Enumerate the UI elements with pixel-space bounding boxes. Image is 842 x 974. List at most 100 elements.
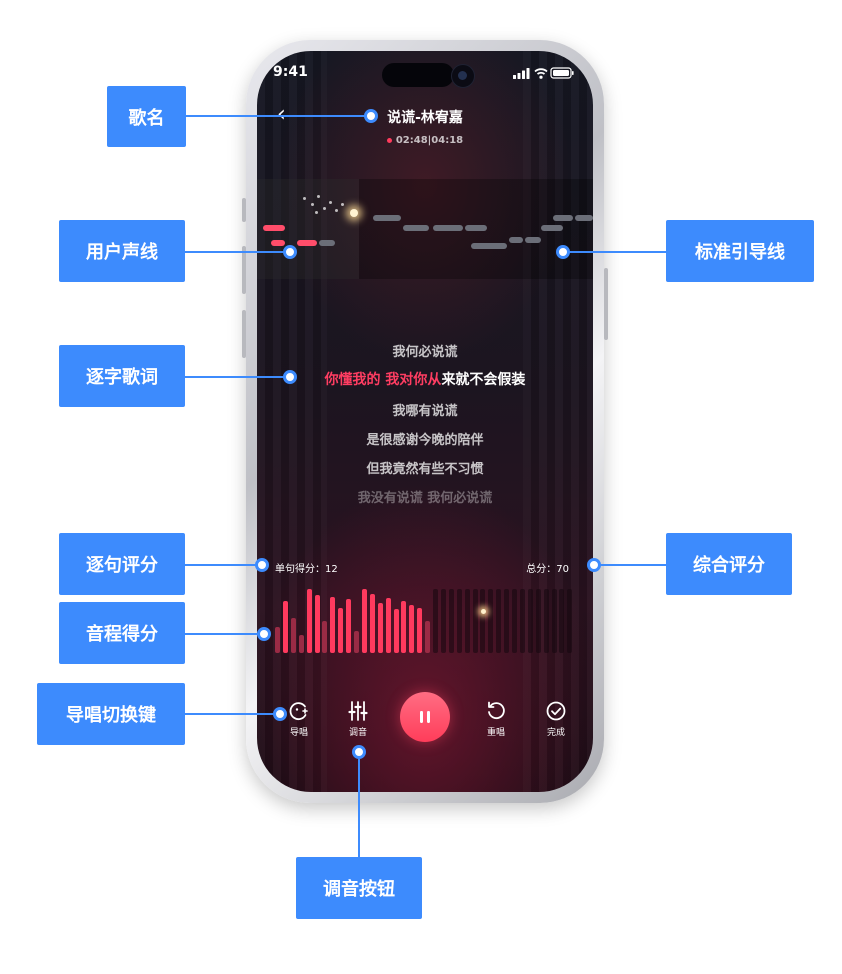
lyric-unsung-part: 来就不会假装 xyxy=(441,372,526,388)
callout-line xyxy=(358,759,360,857)
song-time-text: 02:48|04:18 xyxy=(395,135,464,146)
pitch-score-waveform xyxy=(275,581,575,653)
pitch-score-bar xyxy=(377,603,383,653)
side-button xyxy=(242,198,246,222)
pitch-score-slot xyxy=(433,589,438,653)
pitch-score-bar xyxy=(306,589,312,653)
guide-toggle-button[interactable]: 导唱 xyxy=(274,699,324,738)
pause-button[interactable] xyxy=(400,692,450,742)
camera-icon xyxy=(451,64,475,88)
user-pitch-bar xyxy=(263,225,285,231)
pitch-score-slot xyxy=(504,589,510,653)
callout-knob xyxy=(556,245,570,259)
pitch-score-slot xyxy=(543,589,549,653)
callout-tune-button: 调音按钮 xyxy=(296,857,422,919)
user-pitch-bar xyxy=(297,240,317,246)
equalizer-icon xyxy=(348,701,368,721)
dynamic-island xyxy=(382,63,454,87)
status-icons xyxy=(513,65,575,84)
sentence-score-label: 单句得分： xyxy=(275,564,325,575)
pitch-score-bar xyxy=(409,605,415,653)
guide-pitch-bar xyxy=(575,215,593,221)
pitch-score-bar xyxy=(290,617,296,653)
tune-button[interactable]: 调音 xyxy=(333,699,383,738)
pitch-score-slot xyxy=(488,589,494,653)
song-title: 说谎-林宥嘉 xyxy=(387,110,463,126)
total-score-value: 70 xyxy=(556,564,569,575)
callout-knob xyxy=(273,707,287,721)
guide-pitch-bar xyxy=(541,225,563,231)
callout-line xyxy=(594,564,666,566)
lyric-line-next: 但我竟然有些不习惯 xyxy=(366,462,484,477)
callout-pitch-score: 音程得分 xyxy=(59,602,185,664)
callout-line xyxy=(185,633,263,635)
done-button[interactable]: 完成 xyxy=(531,699,581,738)
guide-pitch-bar xyxy=(471,243,507,249)
pitch-score-bar xyxy=(417,608,423,653)
check-circle-icon xyxy=(546,701,566,721)
callout-knob xyxy=(352,745,366,759)
pitch-score-slot xyxy=(519,589,525,653)
pitch-score-bar xyxy=(354,630,359,653)
back-chevron-icon[interactable]: ‹ xyxy=(277,102,286,127)
pitch-score-slot xyxy=(496,589,502,653)
guide-pitch-bar xyxy=(553,215,573,221)
pause-icon xyxy=(420,711,430,723)
callout-word-lyrics: 逐字歌词 xyxy=(59,345,185,407)
pitch-score-bar xyxy=(282,600,288,653)
pitch-score-slot xyxy=(512,589,517,653)
stage-curtain xyxy=(257,51,327,792)
callout-total-score: 综合评分 xyxy=(666,533,792,595)
lyric-sung-part: 你懂我的 我对你从 xyxy=(324,372,442,388)
side-button xyxy=(242,310,246,358)
guide-pitch-bar xyxy=(319,240,335,246)
sentence-score-value: 12 xyxy=(325,564,338,575)
guide-pitch-bar xyxy=(433,225,463,231)
user-pitch-bar xyxy=(271,240,285,246)
pitch-score-bar xyxy=(314,595,320,653)
pitch-score-bar xyxy=(425,621,431,653)
side-button xyxy=(242,246,246,294)
guide-pitch-bar xyxy=(403,225,429,231)
tune-label: 调音 xyxy=(348,728,367,738)
guide-pitch-bar xyxy=(373,215,401,221)
pitch-score-slot xyxy=(527,589,533,653)
pitch-score-bar xyxy=(338,608,344,653)
lyric-line-next: 是很感谢今晚的陪伴 xyxy=(366,433,484,448)
pitch-score-bar xyxy=(298,635,304,653)
callout-line xyxy=(185,564,261,566)
callout-line xyxy=(185,251,289,253)
pitch-score-slot xyxy=(551,589,557,653)
pitch-score-slot xyxy=(456,589,462,653)
callout-user-voice: 用户声线 xyxy=(59,220,185,282)
pitch-score-slot xyxy=(440,589,446,653)
pitch-score-slot xyxy=(448,589,454,653)
power-button xyxy=(604,268,608,340)
callout-line xyxy=(185,713,279,715)
guide-pitch-bar xyxy=(525,237,541,243)
pitch-cursor-spark xyxy=(350,209,358,217)
lyric-line-current: 你懂我的 我对你从来就不会假装 xyxy=(257,369,593,389)
retry-button[interactable]: 重唱 xyxy=(471,699,521,738)
pitch-score-slot xyxy=(480,589,486,653)
song-progress: 02:48|04:18 xyxy=(257,135,593,146)
pitch-score-bar xyxy=(385,597,391,653)
pitch-score-bar xyxy=(346,598,352,653)
callout-knob xyxy=(255,558,269,572)
total-score-label: 总分： xyxy=(526,564,557,575)
sentence-score: 单句得分：12 xyxy=(275,560,338,575)
callout-knob xyxy=(283,245,297,259)
callout-knob xyxy=(257,627,271,641)
callout-line xyxy=(186,115,370,117)
callout-standard-guide: 标准引导线 xyxy=(666,220,814,282)
guide-icon xyxy=(289,702,308,721)
guide-label: 导唱 xyxy=(289,728,308,738)
waveform-cursor-spark xyxy=(481,609,486,614)
pitch-score-slot xyxy=(472,589,478,653)
total-score: 总分：70 xyxy=(526,560,569,575)
pitch-score-bar xyxy=(401,600,407,653)
retry-label: 重唱 xyxy=(486,728,505,738)
callout-sentence-score: 逐句评分 xyxy=(59,533,185,595)
done-label: 完成 xyxy=(546,728,565,738)
signal-wifi-battery-icon xyxy=(513,67,574,79)
